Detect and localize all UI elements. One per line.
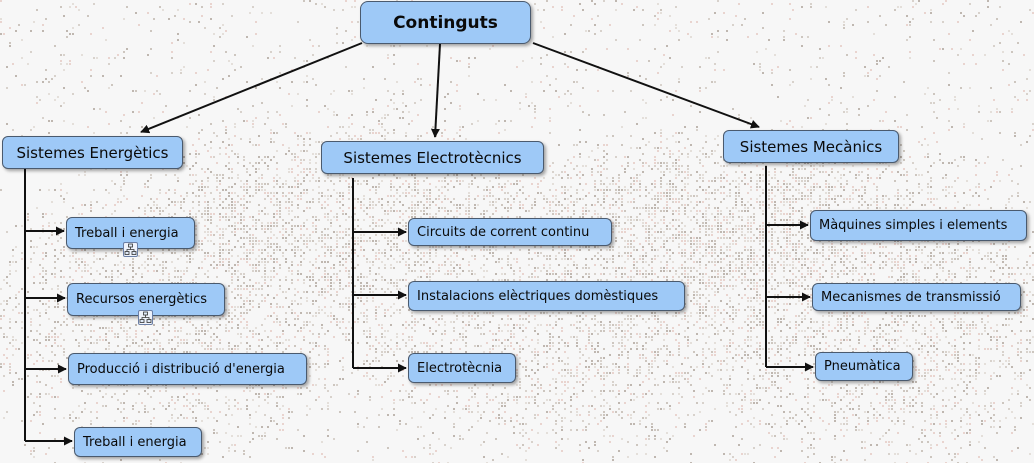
leaf-node[interactable]: Producció i distribució d'energia [68, 353, 307, 385]
leaf-node[interactable]: Treball i energia [74, 427, 202, 457]
leaf-node[interactable]: Pneumàtica [815, 352, 913, 381]
connector-arrow [430, 43, 441, 138]
leaf-node[interactable]: Circuits de corrent continu [408, 218, 612, 246]
branch-node-electrotecnics[interactable]: Sistemes Electrotècnics [321, 141, 544, 174]
resource-icon[interactable] [138, 310, 153, 325]
connector-arrow [140, 42, 363, 134]
resource-icon[interactable] [123, 242, 138, 257]
branch-node-mecanics[interactable]: Sistemes Mecànics [723, 130, 899, 163]
leaf-node[interactable]: Màquines simples i elements [810, 210, 1027, 241]
root-node[interactable]: Continguts [360, 1, 531, 44]
connector-arrow [532, 42, 760, 129]
leaf-node[interactable]: Mecanismes de transmissió [812, 283, 1021, 311]
leaf-node[interactable]: Instalacions elèctriques domèstiques [408, 281, 685, 311]
branch-node-energetics[interactable]: Sistemes Energètics [2, 136, 183, 169]
leaf-node[interactable]: Electrotècnia [408, 353, 516, 383]
